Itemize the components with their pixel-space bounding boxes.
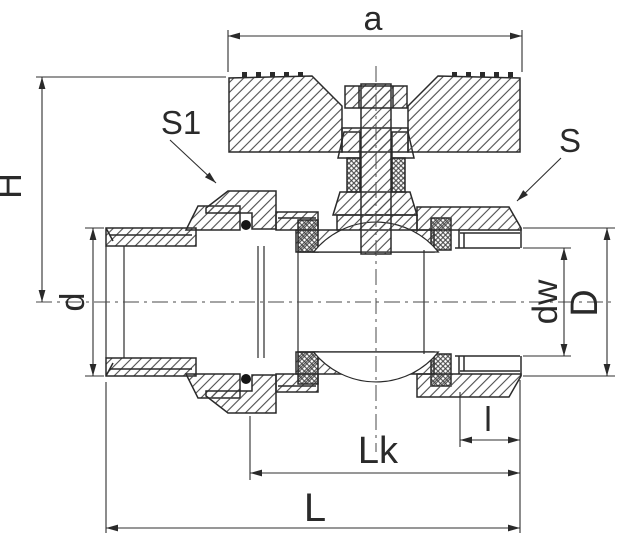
union-nut-mirrored bbox=[205, 374, 277, 414]
dim-label-Lk: Lk bbox=[358, 430, 399, 472]
valve-body-upper-half bbox=[105, 190, 522, 253]
o-ring-seal-mirrored bbox=[241, 374, 251, 384]
dim-label-S: S bbox=[559, 122, 581, 159]
left-pipe-chamfer-mirrored bbox=[105, 362, 114, 377]
centerlines bbox=[36, 66, 612, 452]
dim-label-d: d bbox=[54, 293, 92, 312]
dim-label-a: a bbox=[364, 0, 383, 38]
left-seat-seal-mirrored bbox=[297, 351, 319, 385]
valve-body-lower-half bbox=[105, 351, 522, 414]
dim-label-H: H bbox=[0, 173, 29, 199]
handle-right-wing bbox=[407, 75, 521, 153]
dim-label-l: l bbox=[484, 401, 492, 439]
handle-serration bbox=[284, 72, 289, 77]
leader-line-S1 bbox=[169, 139, 217, 184]
handle-serration bbox=[452, 72, 457, 77]
dim-label-D: D bbox=[564, 289, 606, 316]
left-pipe-chamfer bbox=[105, 227, 114, 242]
left-seat-seal bbox=[297, 219, 319, 253]
leader-line-S bbox=[516, 157, 562, 202]
handle-serration bbox=[242, 72, 247, 77]
hex-flat-band bbox=[416, 206, 522, 231]
handle-serration bbox=[508, 72, 513, 77]
dim-label-L: L bbox=[304, 486, 326, 530]
stem-packing-left bbox=[346, 157, 361, 193]
dim-label-dw: dw bbox=[526, 279, 565, 324]
handle-serration bbox=[270, 72, 275, 77]
dim-label-S1: S1 bbox=[161, 104, 201, 141]
handle-left-wing bbox=[228, 75, 343, 153]
handle-serration bbox=[466, 72, 471, 77]
o-ring-seal bbox=[241, 220, 251, 230]
handle-serration bbox=[256, 72, 261, 77]
handle-serration bbox=[298, 72, 303, 77]
union-nut bbox=[205, 190, 277, 230]
handle-serration bbox=[480, 72, 485, 77]
left-pipe-wall bbox=[105, 227, 197, 247]
stem-packing-right bbox=[391, 157, 406, 193]
dimension-annotations: a H d S1 S dw D l Lk bbox=[0, 0, 615, 533]
hex-flat-band-mirrored bbox=[416, 373, 522, 398]
left-pipe-wall-mirrored bbox=[105, 357, 197, 377]
handle-serration bbox=[494, 72, 499, 77]
